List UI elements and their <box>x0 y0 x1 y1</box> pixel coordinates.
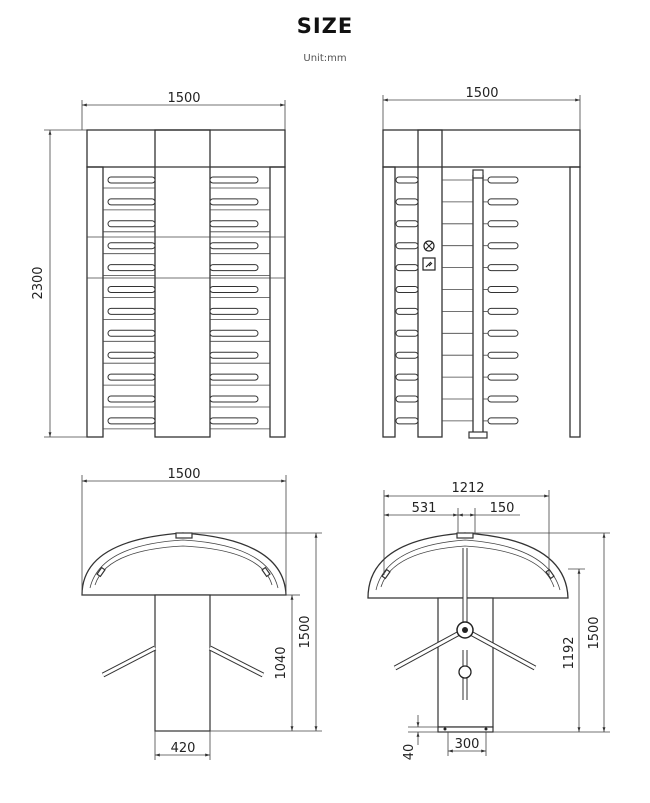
front-bar-right <box>209 351 259 359</box>
top-right-width-label: 1212 <box>451 481 484 496</box>
top-right-offset-dimension: 531 150 <box>384 501 520 533</box>
top-left-width-dimension: 1500 <box>81 467 287 595</box>
top-view-right: 1212 531 150 1500 1192 300 <box>367 481 610 760</box>
front-height-label: 2300 <box>31 266 46 299</box>
side-width-dimension: 1500 <box>382 86 581 130</box>
side-bar-rotor <box>487 242 519 250</box>
top-right-offset-label: 531 <box>412 501 437 516</box>
front-width-dimension: 1500 <box>81 91 286 130</box>
front-bar-right <box>209 242 259 250</box>
side-bar-rotor <box>487 395 519 403</box>
front-bar-right <box>209 395 259 403</box>
post <box>154 594 211 732</box>
front-bar-left <box>107 395 156 403</box>
rotor-center <box>462 627 468 633</box>
top-right-base-label: 300 <box>455 737 480 752</box>
canopy-right <box>367 532 569 599</box>
front-bar-right <box>209 220 259 228</box>
base-plate <box>437 726 494 733</box>
lock-icon <box>423 240 435 252</box>
side-bar-rotor <box>487 286 519 293</box>
front-bar-right <box>209 198 259 206</box>
front-bar-right <box>209 373 259 381</box>
top-left-base-label: 420 <box>171 741 196 756</box>
side-bar-rotor <box>487 307 519 315</box>
side-bar-fixed <box>395 395 419 403</box>
side-bar-fixed <box>395 286 419 293</box>
front-bar-left <box>107 307 156 315</box>
top-right-width-dimension: 1212 <box>383 481 550 575</box>
side-arm-bars <box>395 176 519 425</box>
side-bar-rotor <box>487 417 519 425</box>
rotor-bolt <box>458 665 472 679</box>
side-bar-rotor <box>487 329 519 337</box>
front-bar-left <box>107 264 156 272</box>
front-view: 1500 2300 <box>31 91 286 438</box>
front-bar-right <box>209 417 259 425</box>
top-right-foot-label: 40 <box>402 744 417 761</box>
side-bar-fixed <box>395 264 419 272</box>
top-left-post-height-label: 1040 <box>274 646 289 679</box>
unit-label: Unit:mm <box>303 53 347 64</box>
side-bar-rotor <box>487 351 519 359</box>
top-left-base-dimension: 420 <box>154 731 211 760</box>
canopy <box>81 532 287 596</box>
top-right-height-label: 1500 <box>587 616 602 649</box>
side-bar-fixed <box>395 220 419 228</box>
side-bar-rotor <box>487 198 519 206</box>
top-right-foot-dimension: 40 <box>402 715 438 760</box>
top-left-height-dimension: 1500 <box>192 532 322 732</box>
front-bar-right <box>209 329 259 337</box>
arms <box>101 645 265 678</box>
top-right-height-dimension: 1500 <box>470 532 610 733</box>
front-height-dimension: 2300 <box>31 129 87 438</box>
front-bar-left <box>107 242 156 250</box>
top-right-rotor-height-label: 1192 <box>562 636 577 669</box>
front-bar-left <box>107 329 156 337</box>
side-bar-rotor <box>487 373 519 381</box>
front-bar-right <box>209 264 259 272</box>
side-bar-fixed <box>395 176 419 184</box>
front-bar-right <box>209 286 259 293</box>
side-bar-fixed <box>395 373 419 381</box>
top-right-gap-label: 150 <box>490 501 515 516</box>
side-bar-fixed <box>395 329 419 337</box>
front-bar-left <box>107 373 156 381</box>
front-bar-left <box>107 351 156 359</box>
front-arm-bars <box>103 176 270 430</box>
top-left-width-label: 1500 <box>167 467 200 482</box>
side-bar-rotor <box>487 264 519 272</box>
side-bar-fixed <box>395 351 419 359</box>
side-bar-fixed <box>395 198 419 206</box>
front-bar-left <box>107 220 156 228</box>
side-bar-fixed <box>395 417 419 425</box>
top-right-base-dimension: 300 <box>447 732 487 756</box>
side-bar-rotor <box>487 176 519 184</box>
front-bar-left <box>107 417 156 425</box>
front-bar-right <box>209 307 259 315</box>
card-reader-icon <box>422 257 436 271</box>
side-bar-fixed <box>395 307 419 315</box>
front-bar-left <box>107 198 156 206</box>
top-right-rotor-height-dimension: 1192 <box>562 568 585 732</box>
front-width-label: 1500 <box>167 91 200 106</box>
top-left-post-height-dimension: 1040 <box>274 594 300 731</box>
front-bar-left <box>107 176 156 184</box>
side-width-label: 1500 <box>465 86 498 101</box>
side-view: 1500 <box>382 86 581 439</box>
top-view-left: 1500 1500 1040 420 <box>81 467 322 760</box>
front-bar-left <box>107 286 156 293</box>
side-bar-fixed <box>395 242 419 250</box>
side-bar-rotor <box>487 220 519 228</box>
top-left-height-label: 1500 <box>298 615 313 648</box>
page-title: SIZE <box>296 14 354 38</box>
front-bar-right <box>209 176 259 184</box>
